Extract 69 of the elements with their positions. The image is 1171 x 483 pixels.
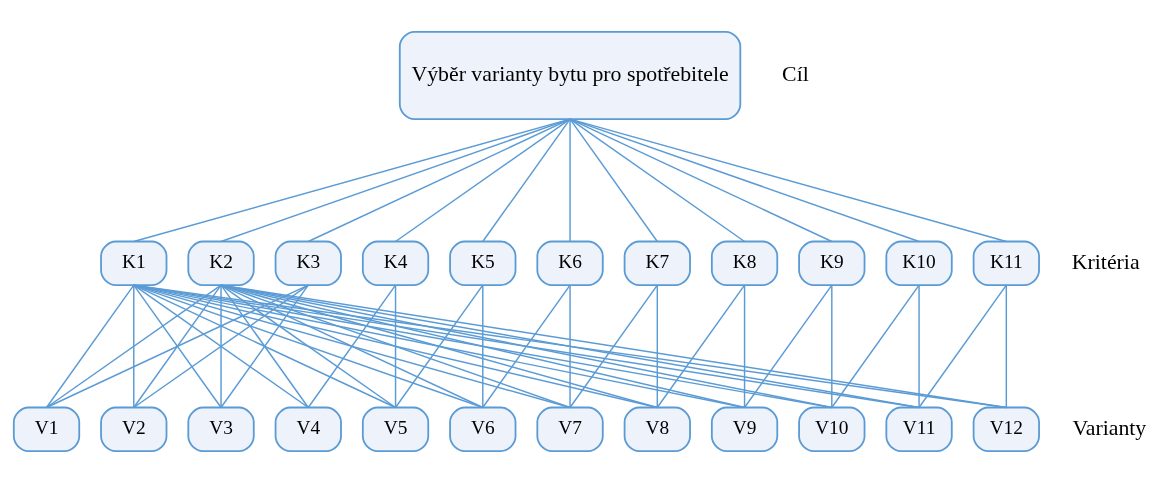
connector	[133, 284, 222, 409]
node-box: K9	[798, 240, 866, 287]
node-box: K11	[972, 240, 1040, 287]
connector	[743, 284, 746, 409]
connector	[1005, 284, 1008, 409]
connector	[307, 118, 571, 243]
node-box: V12	[972, 406, 1040, 453]
connector	[831, 284, 833, 409]
label: Kritéria	[1071, 249, 1140, 274]
connector	[482, 284, 571, 409]
connector	[220, 284, 397, 409]
connector	[569, 284, 659, 409]
node-box: K10	[885, 240, 953, 287]
node-box: V6	[449, 406, 517, 453]
connector	[569, 118, 746, 243]
connector	[394, 284, 397, 409]
connector	[656, 284, 659, 409]
connector	[133, 284, 397, 409]
connector	[220, 284, 309, 409]
node-box: V3	[187, 406, 255, 453]
node-box: V5	[361, 406, 430, 453]
node-box: K2	[187, 240, 255, 287]
connector	[656, 284, 746, 409]
node-box: K1	[100, 240, 168, 287]
connector	[133, 118, 571, 243]
connector	[569, 118, 659, 243]
connector	[394, 284, 484, 409]
connector	[133, 284, 309, 409]
node-box: K5	[449, 240, 517, 287]
node-box: V1	[12, 406, 81, 453]
node-box: K6	[536, 240, 604, 287]
connector	[918, 284, 1008, 409]
node-box: V8	[623, 406, 691, 453]
node-box: V2	[100, 406, 168, 453]
connector	[569, 118, 1008, 243]
connector	[394, 118, 571, 243]
connector	[307, 284, 397, 409]
connector	[220, 284, 571, 409]
connector	[220, 118, 571, 243]
connector	[45, 284, 222, 409]
node-box: K7	[623, 240, 691, 287]
label: Cíl	[782, 61, 809, 86]
connector	[220, 284, 659, 409]
node-box: K3	[274, 240, 342, 287]
node-box: K4	[361, 240, 430, 287]
node-box: V10	[798, 406, 866, 453]
connector	[918, 284, 920, 409]
connector	[569, 118, 833, 243]
node-box: V9	[710, 406, 779, 453]
connector	[133, 284, 484, 409]
node-box: V11	[885, 406, 953, 453]
connector	[45, 284, 309, 409]
node-box: V4	[274, 406, 342, 453]
connector	[133, 284, 571, 409]
connector	[482, 118, 571, 243]
node-box: Výběr varianty bytu pro spotřebitele	[398, 30, 742, 120]
connector	[569, 284, 571, 409]
label: Varianty	[1072, 415, 1147, 440]
connector	[220, 284, 222, 409]
connector	[220, 284, 484, 409]
connector	[133, 284, 135, 409]
connector	[569, 118, 920, 243]
connector	[569, 118, 571, 243]
node-box: V7	[536, 406, 604, 453]
connector	[743, 284, 833, 409]
node-box: K8	[710, 240, 779, 287]
connector	[482, 284, 484, 409]
connector	[831, 284, 920, 409]
connector	[45, 284, 135, 409]
